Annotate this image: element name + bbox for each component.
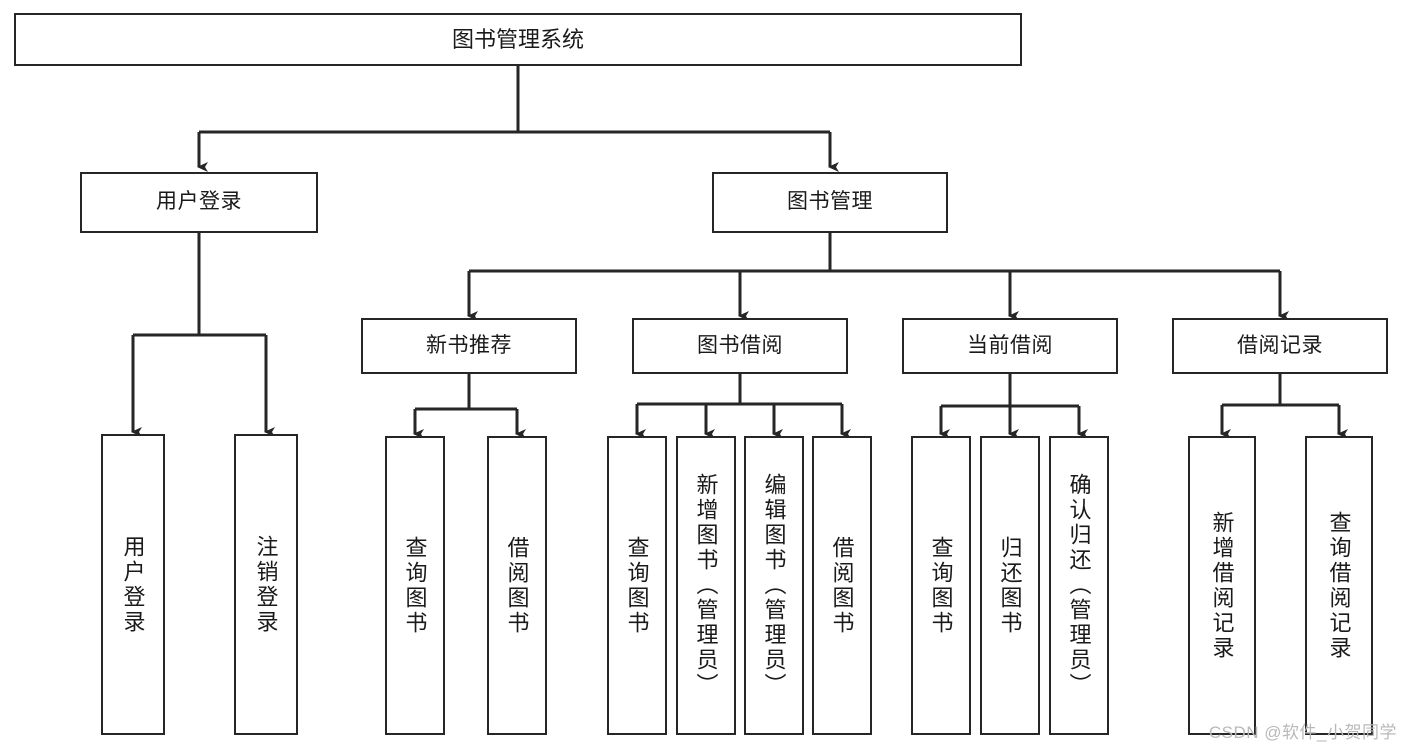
- node-label: 查询图书: [928, 535, 954, 636]
- leaf-return-book[interactable]: 归还图书: [980, 436, 1040, 735]
- node-label: 确认归还（管理员）: [1066, 473, 1092, 698]
- node-label: 查询图书: [402, 535, 428, 636]
- node-label: 用户登录: [156, 190, 242, 214]
- leaf-add-record[interactable]: 新增借阅记录: [1188, 436, 1256, 735]
- node-user-login[interactable]: 用户登录: [80, 172, 318, 233]
- node-label: 查询借阅记录: [1326, 510, 1352, 661]
- node-label: 借阅图书: [829, 535, 855, 636]
- node-label: 借阅记录: [1237, 333, 1323, 357]
- leaf-edit-book[interactable]: 编辑图书（管理员）: [744, 436, 804, 735]
- node-label: 归还图书: [997, 535, 1023, 636]
- node-label: 图书借阅: [697, 333, 783, 357]
- node-root-system[interactable]: 图书管理系统: [14, 13, 1022, 66]
- node-book-manage[interactable]: 图书管理: [712, 172, 948, 233]
- leaf-user-login[interactable]: 用户登录: [101, 434, 165, 735]
- leaf-borrow-book-1[interactable]: 借阅图书: [487, 436, 547, 735]
- leaf-add-book[interactable]: 新增图书（管理员）: [676, 436, 736, 735]
- node-new-book-rec[interactable]: 新书推荐: [361, 318, 577, 374]
- node-label: 新书推荐: [426, 333, 512, 357]
- leaf-query-book-2[interactable]: 查询图书: [607, 436, 667, 735]
- node-label: 图书管理: [787, 190, 873, 214]
- leaf-borrow-book-2[interactable]: 借阅图书: [812, 436, 872, 735]
- leaf-query-book-3[interactable]: 查询图书: [911, 436, 971, 735]
- node-label: 查询图书: [624, 535, 650, 636]
- node-label: 新增借阅记录: [1209, 510, 1235, 661]
- node-label: 新增图书（管理员）: [693, 473, 719, 698]
- node-borrow-record[interactable]: 借阅记录: [1172, 318, 1388, 374]
- leaf-user-logout[interactable]: 注销登录: [234, 434, 298, 735]
- node-label: 注销登录: [253, 534, 279, 635]
- csdn-watermark: CSDN @软件_小贺同学: [1208, 723, 1397, 742]
- node-label: 借阅图书: [504, 535, 530, 636]
- node-label: 图书管理系统: [451, 26, 584, 52]
- node-book-borrow[interactable]: 图书借阅: [632, 318, 848, 374]
- leaf-query-book-1[interactable]: 查询图书: [385, 436, 445, 735]
- node-label: 编辑图书（管理员）: [761, 473, 787, 698]
- node-current-borrow[interactable]: 当前借阅: [902, 318, 1118, 374]
- leaf-confirm-return[interactable]: 确认归还（管理员）: [1049, 436, 1109, 735]
- node-label: 用户登录: [120, 534, 146, 635]
- node-label: 当前借阅: [967, 333, 1053, 357]
- leaf-query-record[interactable]: 查询借阅记录: [1305, 436, 1373, 735]
